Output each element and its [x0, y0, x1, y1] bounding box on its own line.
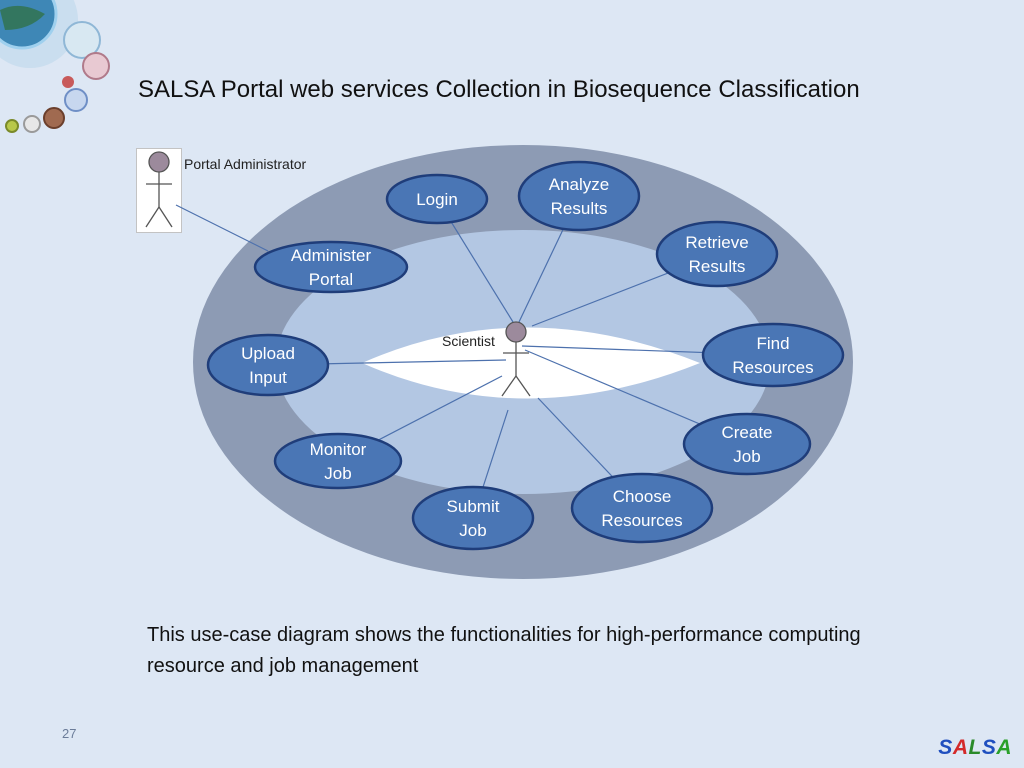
logo-letter: S — [938, 736, 953, 759]
use-case-label: Portal — [309, 270, 353, 289]
use-case-login: Login — [385, 173, 489, 225]
use-case-label: Find — [756, 334, 789, 353]
inner-core — [362, 327, 700, 399]
use-case-ellipse — [701, 322, 845, 388]
use-case-label: Create — [721, 423, 772, 442]
globe-decoration-icon — [0, 0, 110, 133]
use-case-ellipse — [273, 432, 403, 490]
slide-caption: This use-case diagram shows the function… — [147, 624, 861, 677]
use-case-ellipse — [682, 412, 812, 476]
use-case-label: Results — [689, 257, 746, 276]
use-case-ellipse — [206, 333, 330, 397]
use-case-label: Job — [324, 464, 351, 483]
portal-administrator-label: Portal Administrator — [184, 156, 306, 172]
logo-letter: A — [952, 736, 969, 759]
portal-administrator-figure-icon — [145, 151, 173, 228]
slide-title: SALSA Portal web services Collection in … — [138, 76, 860, 103]
use-case-ellipse — [253, 240, 409, 294]
use-case-label: Upload — [241, 344, 295, 363]
use-case-label: Choose — [613, 487, 672, 506]
use-case-ellipse — [517, 160, 641, 232]
use-case-label: Job — [733, 447, 760, 466]
use-case-ellipse — [385, 173, 489, 225]
use-case-ellipse — [411, 485, 535, 551]
use-case-label: Resources — [732, 358, 813, 377]
logo-letter: L — [968, 736, 982, 759]
page-number: 27 — [62, 726, 77, 741]
use-case-ellipse — [655, 220, 779, 288]
salsa-logo: SALSA — [938, 736, 1012, 760]
use-case-label: Analyze — [549, 175, 609, 194]
use-case-label: Monitor — [310, 440, 367, 459]
use-case-label: Administer — [291, 246, 372, 265]
use-case-label: Submit — [447, 497, 500, 516]
logo-letter: A — [996, 736, 1012, 759]
use-case-group: LoginAnalyzeResultsRetrieveResultsAdmini… — [206, 160, 845, 551]
use-case-ellipse — [570, 472, 714, 544]
scientist-figure-icon — [501, 321, 531, 397]
connector-administer-portal — [175, 204, 269, 252]
scientist-label: Scientist — [442, 333, 495, 349]
use-case-label: Login — [416, 190, 458, 209]
use-case-label: Resources — [601, 511, 682, 530]
logo-letter: S — [981, 736, 997, 759]
use-case-label: Job — [459, 521, 486, 540]
use-case-label: Results — [551, 199, 608, 218]
use-case-label: Retrieve — [685, 233, 748, 252]
use-case-label: Input — [249, 368, 287, 387]
